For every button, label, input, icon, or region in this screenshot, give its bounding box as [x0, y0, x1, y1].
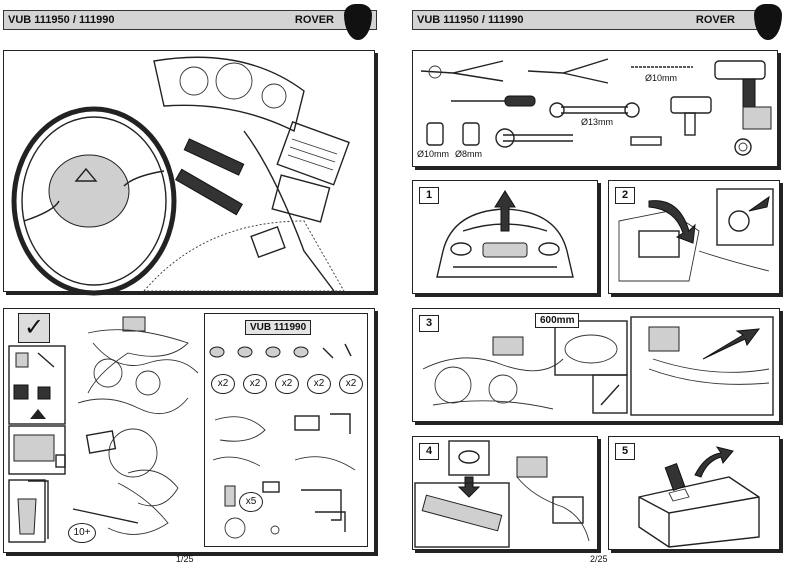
cable-tie-count: 10+ — [68, 523, 96, 543]
kit-tag: VUB 111990 — [245, 320, 312, 335]
left-header-title: VUB 111950 / 111990 — [8, 14, 115, 26]
length-tag: 600mm — [535, 313, 580, 328]
checkmark-icon: ✓ — [18, 313, 50, 343]
fasteners-drawing — [209, 343, 352, 359]
tools-drawing — [420, 58, 772, 156]
car-front-drawing — [436, 190, 574, 278]
harness-routing-drawing — [422, 316, 774, 416]
kit-contents-panel: ✓ — [3, 308, 375, 553]
step-3-panel: 3 600mm — [412, 308, 780, 422]
small-parts-icon — [8, 345, 66, 425]
socket2-label: Ø8mm — [455, 149, 482, 159]
down-arrow-icon — [30, 409, 46, 419]
module-mounting-drawing — [638, 446, 760, 548]
left-header: VUB 111950 / 111990 ROVER — [3, 10, 377, 30]
step-5-panel: 5 — [608, 436, 780, 550]
left-page-number: 1/25 — [176, 554, 194, 564]
bag-icon — [8, 425, 66, 475]
multiplier-3: x2 — [275, 374, 299, 394]
drill-bit-label: Ø10mm — [645, 73, 678, 83]
connectors-drawing — [212, 413, 356, 539]
step-1-panel: 1 — [412, 180, 598, 294]
step-2-panel: 2 — [608, 180, 780, 294]
step-5-number: 5 — [615, 443, 635, 460]
rover-shield-icon-right — [754, 4, 782, 40]
left-page: VUB 111950 / 111990 ROVER — [0, 0, 400, 564]
checklist-box: ✓ — [8, 313, 66, 545]
wiring-harness-drawing — [72, 316, 199, 535]
multiplier-4: x2 — [307, 374, 331, 394]
multiplier-5: x2 — [339, 374, 363, 394]
multiplier-1: x2 — [211, 374, 235, 394]
kit-111990-subpanel: VUB 111990 x2 x2 x2 x2 x2 — [204, 313, 368, 547]
right-header-title: VUB 111950 / 111990 — [417, 14, 524, 26]
right-header-brand: ROVER — [695, 14, 735, 26]
rover-shield-icon — [344, 4, 372, 40]
wrench-label: Ø13mm — [581, 117, 614, 127]
dashboard-drawing — [11, 56, 350, 296]
step-1-number: 1 — [419, 187, 439, 204]
multiplier-x5: x5 — [239, 492, 263, 512]
step-4-number: 4 — [419, 443, 439, 460]
step-4-panel: 4 — [412, 436, 598, 550]
multiplier-2: x2 — [243, 374, 267, 394]
dashboard-illustration — [3, 50, 375, 296]
box-icon — [8, 479, 49, 543]
socket1-label: Ø10mm — [417, 149, 450, 159]
right-page-number: 2/25 — [590, 554, 608, 564]
step-2-number: 2 — [615, 187, 635, 204]
left-header-brand: ROVER — [294, 14, 334, 26]
tools-panel: Ø10mm Ø13mm Ø10mm Ø8mm — [412, 50, 778, 167]
connector-drawing — [414, 440, 590, 548]
right-header: VUB 111950 / 111990 ROVER — [412, 10, 778, 30]
battery-drawing — [618, 188, 774, 282]
step-3-number: 3 — [419, 315, 439, 332]
right-page: VUB 111950 / 111990 ROVER — [400, 0, 800, 564]
